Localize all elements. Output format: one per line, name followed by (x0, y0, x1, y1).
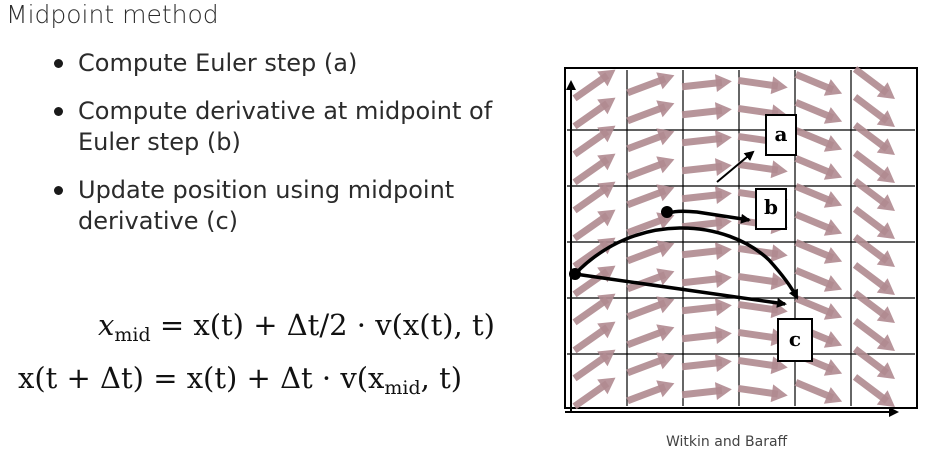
field-arrow (852, 262, 895, 296)
eq2-rhs-sub: mid (384, 377, 421, 399)
midpoint-derivative-arrow (668, 209, 751, 224)
field-arrow (852, 178, 895, 212)
field-arrow (626, 240, 675, 265)
bullet-list: Compute Euler step (a) Compute derivativ… (52, 48, 522, 237)
field-arrow (572, 349, 616, 382)
field-arrow (572, 97, 616, 130)
field-arrow (681, 102, 732, 120)
equation-update: x(t + Δt) = x(t) + Δt · v(xmid, t) (18, 361, 462, 399)
field-arrow (626, 72, 675, 97)
field-arrow (572, 125, 616, 158)
field-arrow (681, 186, 732, 204)
eq1-lhs-sub: mid (114, 324, 151, 346)
eq2-rhs-suffix: , t) (420, 361, 463, 395)
bullet-item-update-position: Update position using midpoint derivativ… (52, 175, 522, 237)
field-arrow (794, 183, 843, 208)
bullet-item-euler-step: Compute Euler step (a) (52, 48, 522, 79)
field-arrow (794, 239, 843, 264)
label-c: c (789, 327, 801, 351)
field-arrow (681, 74, 732, 92)
diagram-frame (564, 67, 918, 409)
field-arrow (852, 234, 895, 268)
field-arrow (852, 122, 895, 156)
bullet-text-continued: derivative (c) (78, 207, 239, 235)
field-arrow (572, 293, 616, 326)
field-arrow (852, 150, 895, 184)
label-b: b (764, 195, 778, 219)
field-arrow (681, 158, 732, 176)
field-arrow (852, 94, 895, 128)
field-arrow (737, 272, 788, 291)
field-arrow (626, 100, 675, 125)
bullet-text: Update position using midpoint (78, 176, 455, 204)
field-arrow (681, 382, 732, 400)
midpoint-to-a-line (716, 150, 755, 183)
field-arrow (626, 380, 675, 405)
bullet-text: Compute derivative at midpoint of (78, 97, 493, 125)
field-arrow (681, 130, 732, 148)
field-arrow (681, 298, 732, 316)
field-arrow (737, 76, 788, 95)
field-arrow (626, 352, 675, 377)
field-arrow (572, 209, 616, 242)
field-arrow (681, 270, 732, 288)
field-arrow (572, 265, 616, 298)
field-arrows (572, 66, 895, 410)
field-arrow (572, 153, 616, 186)
label-a: a (775, 122, 788, 146)
field-arrow (737, 384, 788, 403)
eq1-lhs-var: x (98, 308, 115, 342)
bullet-text: Compute Euler step (a) (78, 49, 358, 77)
image-credit: Witkin and Baraff (666, 434, 788, 450)
eq2-rhs-prefix: = x(t) + Δt · v(x (153, 361, 385, 395)
field-arrow (681, 214, 732, 232)
eq2-lhs: x(t + Δt) (18, 361, 144, 395)
field-arrow (852, 374, 895, 408)
field-arrow (852, 206, 895, 240)
field-arrow (572, 237, 616, 270)
bullet-item-midpoint-derivative: Compute derivative at midpoint of Euler … (52, 96, 522, 158)
field-arrow (572, 377, 616, 410)
midpoint-dot (661, 206, 673, 218)
start-point (569, 268, 581, 280)
field-arrow (852, 290, 895, 324)
eq1-rhs: = x(t) + Δt/2 · v(x(t), t) (159, 308, 495, 342)
field-arrow (572, 181, 616, 214)
field-arrow (794, 127, 843, 152)
field-arrow (794, 99, 843, 124)
field-arrow (626, 268, 675, 293)
label-b-box (755, 188, 787, 230)
field-arrow (794, 71, 843, 96)
vector-field-diagram: a b c (564, 66, 918, 417)
field-arrow (572, 321, 616, 354)
field-arrow (794, 379, 843, 404)
field-arrow (852, 346, 895, 380)
true-trajectory-curve (573, 226, 799, 300)
field-arrow (681, 354, 732, 372)
label-a-box (765, 114, 797, 156)
label-c-box (777, 318, 813, 362)
bullet-text-continued: Euler step (b) (78, 128, 241, 156)
field-arrow (626, 296, 675, 321)
field-arrow (794, 295, 843, 320)
slide-title: Midpoint method (6, 0, 219, 29)
field-arrow (626, 156, 675, 181)
equation-midpoint: xmid = x(t) + Δt/2 · v(x(t), t) (98, 308, 495, 346)
field-arrow (852, 66, 895, 100)
field-arrow (572, 69, 616, 102)
field-arrow (737, 300, 788, 319)
euler-step-line (574, 272, 787, 308)
field-arrow (737, 160, 788, 179)
field-arrow (794, 267, 843, 292)
field-arrow (681, 326, 732, 344)
field-arrow (794, 211, 843, 236)
field-arrow (794, 155, 843, 180)
field-arrow (626, 324, 675, 349)
field-arrow (681, 242, 732, 260)
field-arrow (852, 318, 895, 352)
field-arrow (626, 184, 675, 209)
field-arrow (626, 128, 675, 153)
field-arrow (737, 356, 788, 375)
